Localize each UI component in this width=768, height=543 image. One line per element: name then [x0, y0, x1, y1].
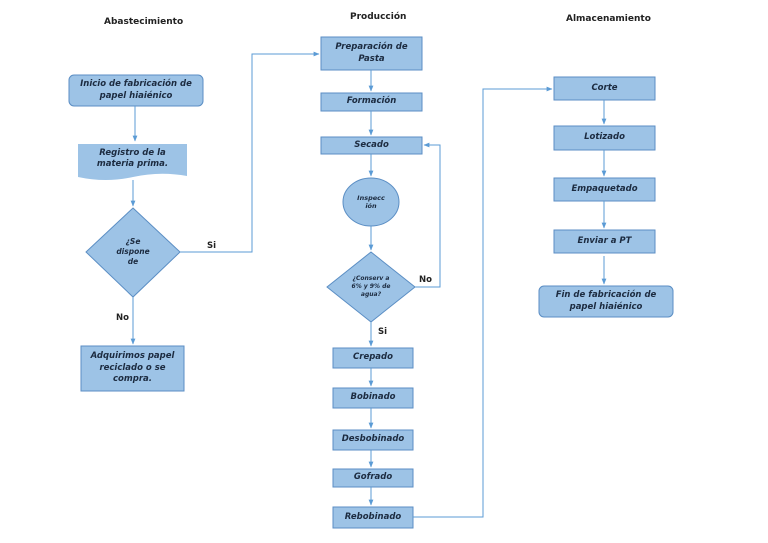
desbobinado-label: Desbobinado [341, 434, 405, 445]
enviar-label: Enviar a PT [577, 235, 632, 246]
formacion-label: Formación [346, 96, 397, 107]
edge-label-no-supply: No [116, 313, 129, 323]
preparacion-label: Preparación de Pasta [335, 42, 408, 64]
edge-label-si-humidity: Si [378, 327, 388, 337]
corte-label: Corte [591, 82, 618, 93]
empaquetado-label: Empaquetado [571, 183, 638, 194]
crepado-process [332, 347, 414, 369]
registro-document-shape [78, 144, 187, 180]
conserva-label: ¿Conserv a 6% y 9% de agua? [351, 275, 391, 298]
gofrado-process [332, 468, 414, 488]
edge-label-si-supply: Si [207, 241, 217, 251]
secado-label: Secado [354, 139, 389, 150]
bobinado-label: Bobinado [350, 392, 396, 403]
inicio-label: Inicio de fabricación de papel hiaiénico [80, 79, 192, 101]
lane-title-abastecimiento: Abastecimiento [104, 17, 184, 27]
lotizado-label: Lotizado [584, 132, 625, 143]
fin-terminator [538, 285, 674, 318]
preparacion-process [320, 36, 423, 71]
se-dispone-label: ¿Se dispone de [116, 237, 150, 266]
gofrado-label: Gofrado [353, 472, 393, 483]
bobinado-process [332, 387, 414, 409]
crepado-label: Crepado [353, 352, 393, 363]
lane-title-produccion: Producción [350, 12, 407, 22]
fin-label: Fin de fabricación de papel hiaiénico [555, 290, 657, 312]
lane-title-almacenamiento: Almacenamiento [566, 14, 651, 24]
start-terminator [68, 74, 204, 107]
adquirimos-label: Adquirimos papel reciclado o se compra. [90, 351, 175, 385]
inspeccion-label: Inspecc ión [357, 193, 385, 210]
arrow-si-preparacion [180, 51, 320, 253]
desbobinado-process [332, 429, 414, 451]
registro-label: Registro de la materia prima. [96, 147, 169, 169]
edge-label-no-humidity: No [419, 275, 432, 285]
arrow-no-secado [415, 142, 441, 288]
arrow-rebobinado-corte [413, 86, 553, 518]
adquirimos-process [80, 345, 185, 392]
enviar-process [553, 229, 656, 254]
lotizado-process [553, 125, 656, 151]
rebobinado-label: Rebobinado [344, 511, 402, 522]
